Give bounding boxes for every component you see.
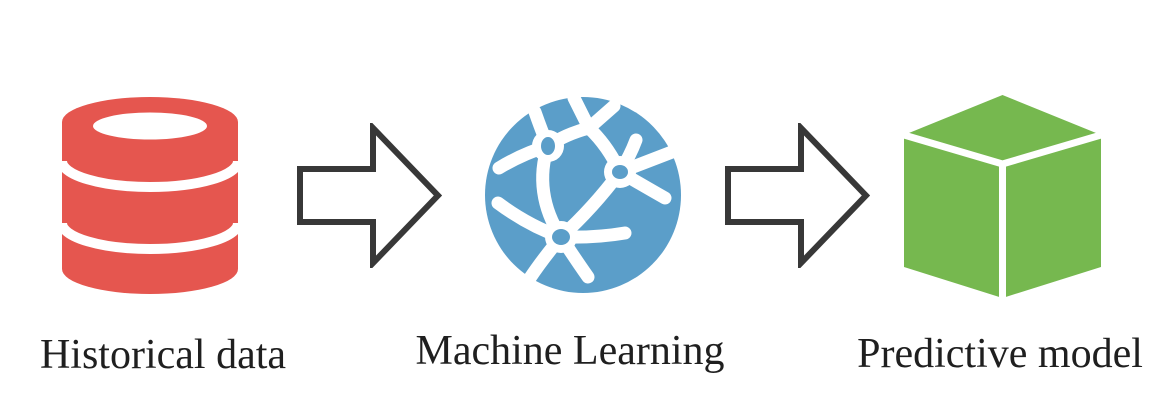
node-machine-learning — [484, 96, 682, 294]
flow-arrow-1 — [297, 123, 442, 268]
arrow-right-icon — [297, 123, 442, 268]
cube-left-face — [904, 135, 1003, 298]
cube-icon — [903, 95, 1102, 298]
historical-data-label: Historical data — [39, 332, 287, 378]
node-predictive-model — [903, 94, 1102, 299]
predictive-model-label: Predictive model — [857, 331, 1143, 377]
neural-network-icon — [485, 96, 681, 293]
neuron-nuclei — [541, 137, 628, 245]
flow-arrow-2 — [725, 123, 870, 268]
cube-edge-gaps — [903, 131, 1102, 298]
arrow-right-icon — [725, 123, 870, 268]
cube-right-face — [1002, 135, 1101, 298]
database-top-hole — [93, 112, 207, 140]
machine-learning-label: Machine Learning — [415, 328, 725, 374]
database-gap-2 — [62, 222, 238, 254]
node-historical-data — [62, 96, 238, 296]
arrow-right-shape — [297, 123, 442, 268]
neuron-bodies — [532, 130, 636, 253]
database-gap-1 — [62, 160, 238, 192]
database-icon — [62, 97, 238, 294]
arrow-right-shape — [725, 123, 870, 268]
